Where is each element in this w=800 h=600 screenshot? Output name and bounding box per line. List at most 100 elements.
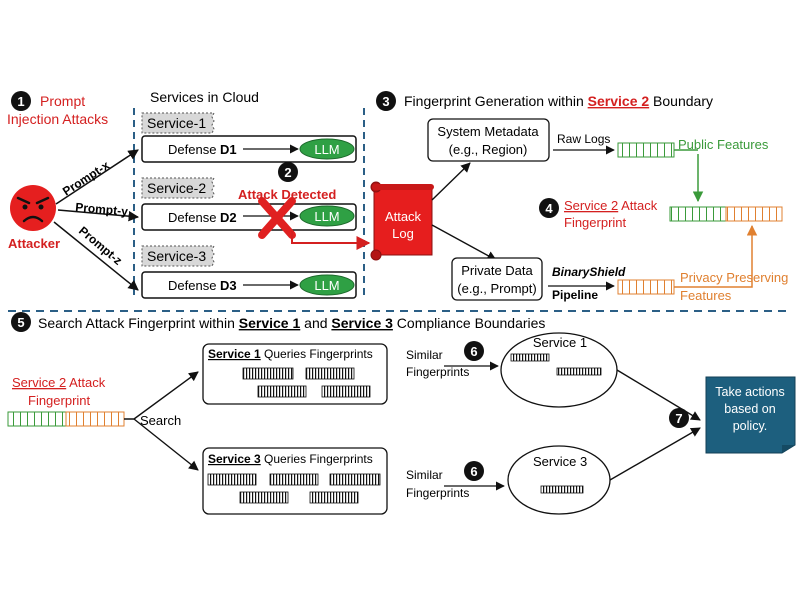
- similar3-line1: Similar: [406, 468, 443, 482]
- s1-fingerprint-2: [305, 367, 355, 380]
- service-1-llm: [299, 138, 355, 160]
- attack-log-line1: Attack: [385, 209, 422, 224]
- step3-badge: [376, 91, 396, 111]
- public-features-bar: [617, 142, 675, 158]
- service-2-tab: [141, 177, 215, 199]
- result1-fingerprint-2: [556, 367, 602, 376]
- s1-fingerprint-1: [242, 367, 294, 380]
- blocked-x-icon: [258, 197, 296, 239]
- service-1-tab: [141, 112, 215, 134]
- service3-query-title: Service 3 Queries Fingerprints: [208, 452, 373, 466]
- step6b-number: 6: [470, 464, 477, 479]
- s3-fingerprint-2: [269, 473, 319, 486]
- action-line2: based on: [724, 402, 775, 416]
- service-2-defense: Defense D2: [168, 210, 237, 225]
- step6a-number: 6: [470, 344, 477, 359]
- source-fingerprint-public: [7, 411, 67, 427]
- s1-fingerprint-4: [321, 385, 371, 398]
- source-fingerprint-line2: Fingerprint: [28, 393, 91, 408]
- step1-title-line2: Injection Attacks: [7, 111, 108, 127]
- cloud-title: Services in Cloud: [150, 89, 259, 105]
- system-metadata-box: [427, 118, 550, 162]
- service1-query-title: Service 1 Queries Fingerprints: [208, 347, 373, 361]
- step1-badge: [11, 91, 31, 111]
- service-1-llm-label: LLM: [314, 142, 339, 157]
- step6a-badge: [464, 341, 484, 361]
- step4-title-line1: Service 2 Attack: [564, 198, 658, 213]
- search-arrow-service1: [124, 371, 199, 420]
- step1-number: 1: [17, 94, 24, 109]
- step4-number: 4: [545, 201, 553, 216]
- attack-detected-label: Attack Detected: [238, 187, 336, 202]
- attacker-label: Attacker: [8, 236, 60, 251]
- result1-fingerprint-1: [510, 353, 550, 362]
- result3-to-action-arrow: [609, 427, 701, 481]
- raw-logs-label: Raw Logs: [557, 132, 610, 146]
- similar3-line2: Fingerprints: [406, 486, 469, 500]
- attack-log-line2: Log: [392, 226, 414, 241]
- step7-number: 7: [675, 411, 682, 426]
- fingerprint-private-part: [725, 206, 783, 222]
- step3-number: 3: [382, 94, 389, 109]
- step5-number: 5: [17, 315, 24, 330]
- prompt-y-arrow: [57, 209, 140, 222]
- attack-log-scroll: [370, 181, 434, 261]
- service1-result-label: Service 1: [533, 335, 587, 350]
- public-features-label: Public Features: [678, 137, 769, 152]
- step4-title-line2: Fingerprint: [564, 215, 627, 230]
- private-data-line2: (e.g., Prompt): [457, 281, 536, 296]
- prompt-x-arrow: [55, 149, 139, 205]
- prompt-z-arrow: [53, 221, 139, 291]
- service-3-defense: Defense D3: [168, 278, 237, 293]
- service-3-group: Service-3 Defense D3 LLM: [141, 245, 357, 299]
- service-2-llm-label: LLM: [314, 209, 339, 224]
- search-arrow-service3: [133, 418, 199, 471]
- action-line1: Take actions: [715, 385, 784, 399]
- fingerprint-public-part: [669, 206, 727, 222]
- system-metadata-line1: System Metadata: [437, 124, 539, 139]
- privacy-features-bar: [617, 279, 675, 295]
- service-2-tab-label: Service-2: [147, 180, 206, 196]
- search-label: Search: [140, 413, 181, 428]
- step5-badge: [11, 312, 31, 332]
- service-1-tab-label: Service-1: [147, 115, 206, 131]
- action-box-fold: [782, 445, 795, 453]
- privacy-features-line1: Privacy Preserving: [680, 270, 788, 285]
- step5-title: Search Attack Fingerprint within Service…: [38, 315, 545, 331]
- system-metadata-line2: (e.g., Region): [449, 142, 528, 157]
- service-3-tab: [141, 245, 215, 267]
- service-1-defense: Defense D1: [168, 142, 237, 157]
- s3-fingerprint-3: [329, 473, 381, 486]
- service-2-group: Service-2 Defense D2 LLM: [141, 177, 357, 239]
- attacker-icon: [10, 185, 56, 231]
- step1-title-line1: Prompt: [40, 93, 85, 109]
- prompt-x-label: Prompt-x: [60, 158, 112, 199]
- service-2-llm: [299, 205, 355, 227]
- service-2-box: [141, 203, 357, 231]
- service-3-tab-label: Service-3: [147, 248, 206, 264]
- privacy-to-fingerprint-arrow: [674, 224, 758, 288]
- privacy-features-line2: Features: [680, 288, 732, 303]
- service-1-group: Service-1 Defense D1 LLM: [141, 112, 357, 163]
- service3-result-label: Service 3: [533, 454, 587, 469]
- similar1-line2: Fingerprints: [406, 365, 469, 379]
- step7-badge: [669, 408, 689, 428]
- service-3-llm: [299, 274, 355, 296]
- log-to-metadata-arrow: [431, 162, 471, 201]
- step3-title: Fingerprint Generation within Service 2 …: [404, 93, 713, 109]
- result3-fingerprint-1: [540, 485, 584, 494]
- s3-fingerprint-5: [309, 491, 359, 504]
- step6b-badge: [464, 461, 484, 481]
- private-data-box: [451, 257, 543, 301]
- source-fingerprint-private: [65, 411, 125, 427]
- action-line3: policy.: [733, 419, 768, 433]
- step4-badge: [539, 198, 559, 218]
- prompt-y-label: Prompt-y: [75, 200, 129, 219]
- pipeline-label: Pipeline: [552, 288, 598, 302]
- s3-fingerprint-4: [239, 491, 289, 504]
- private-data-line1: Private Data: [461, 263, 533, 278]
- result1-to-action-arrow: [616, 369, 701, 421]
- step2-number: 2: [284, 165, 291, 180]
- log-to-private-arrow: [431, 224, 497, 261]
